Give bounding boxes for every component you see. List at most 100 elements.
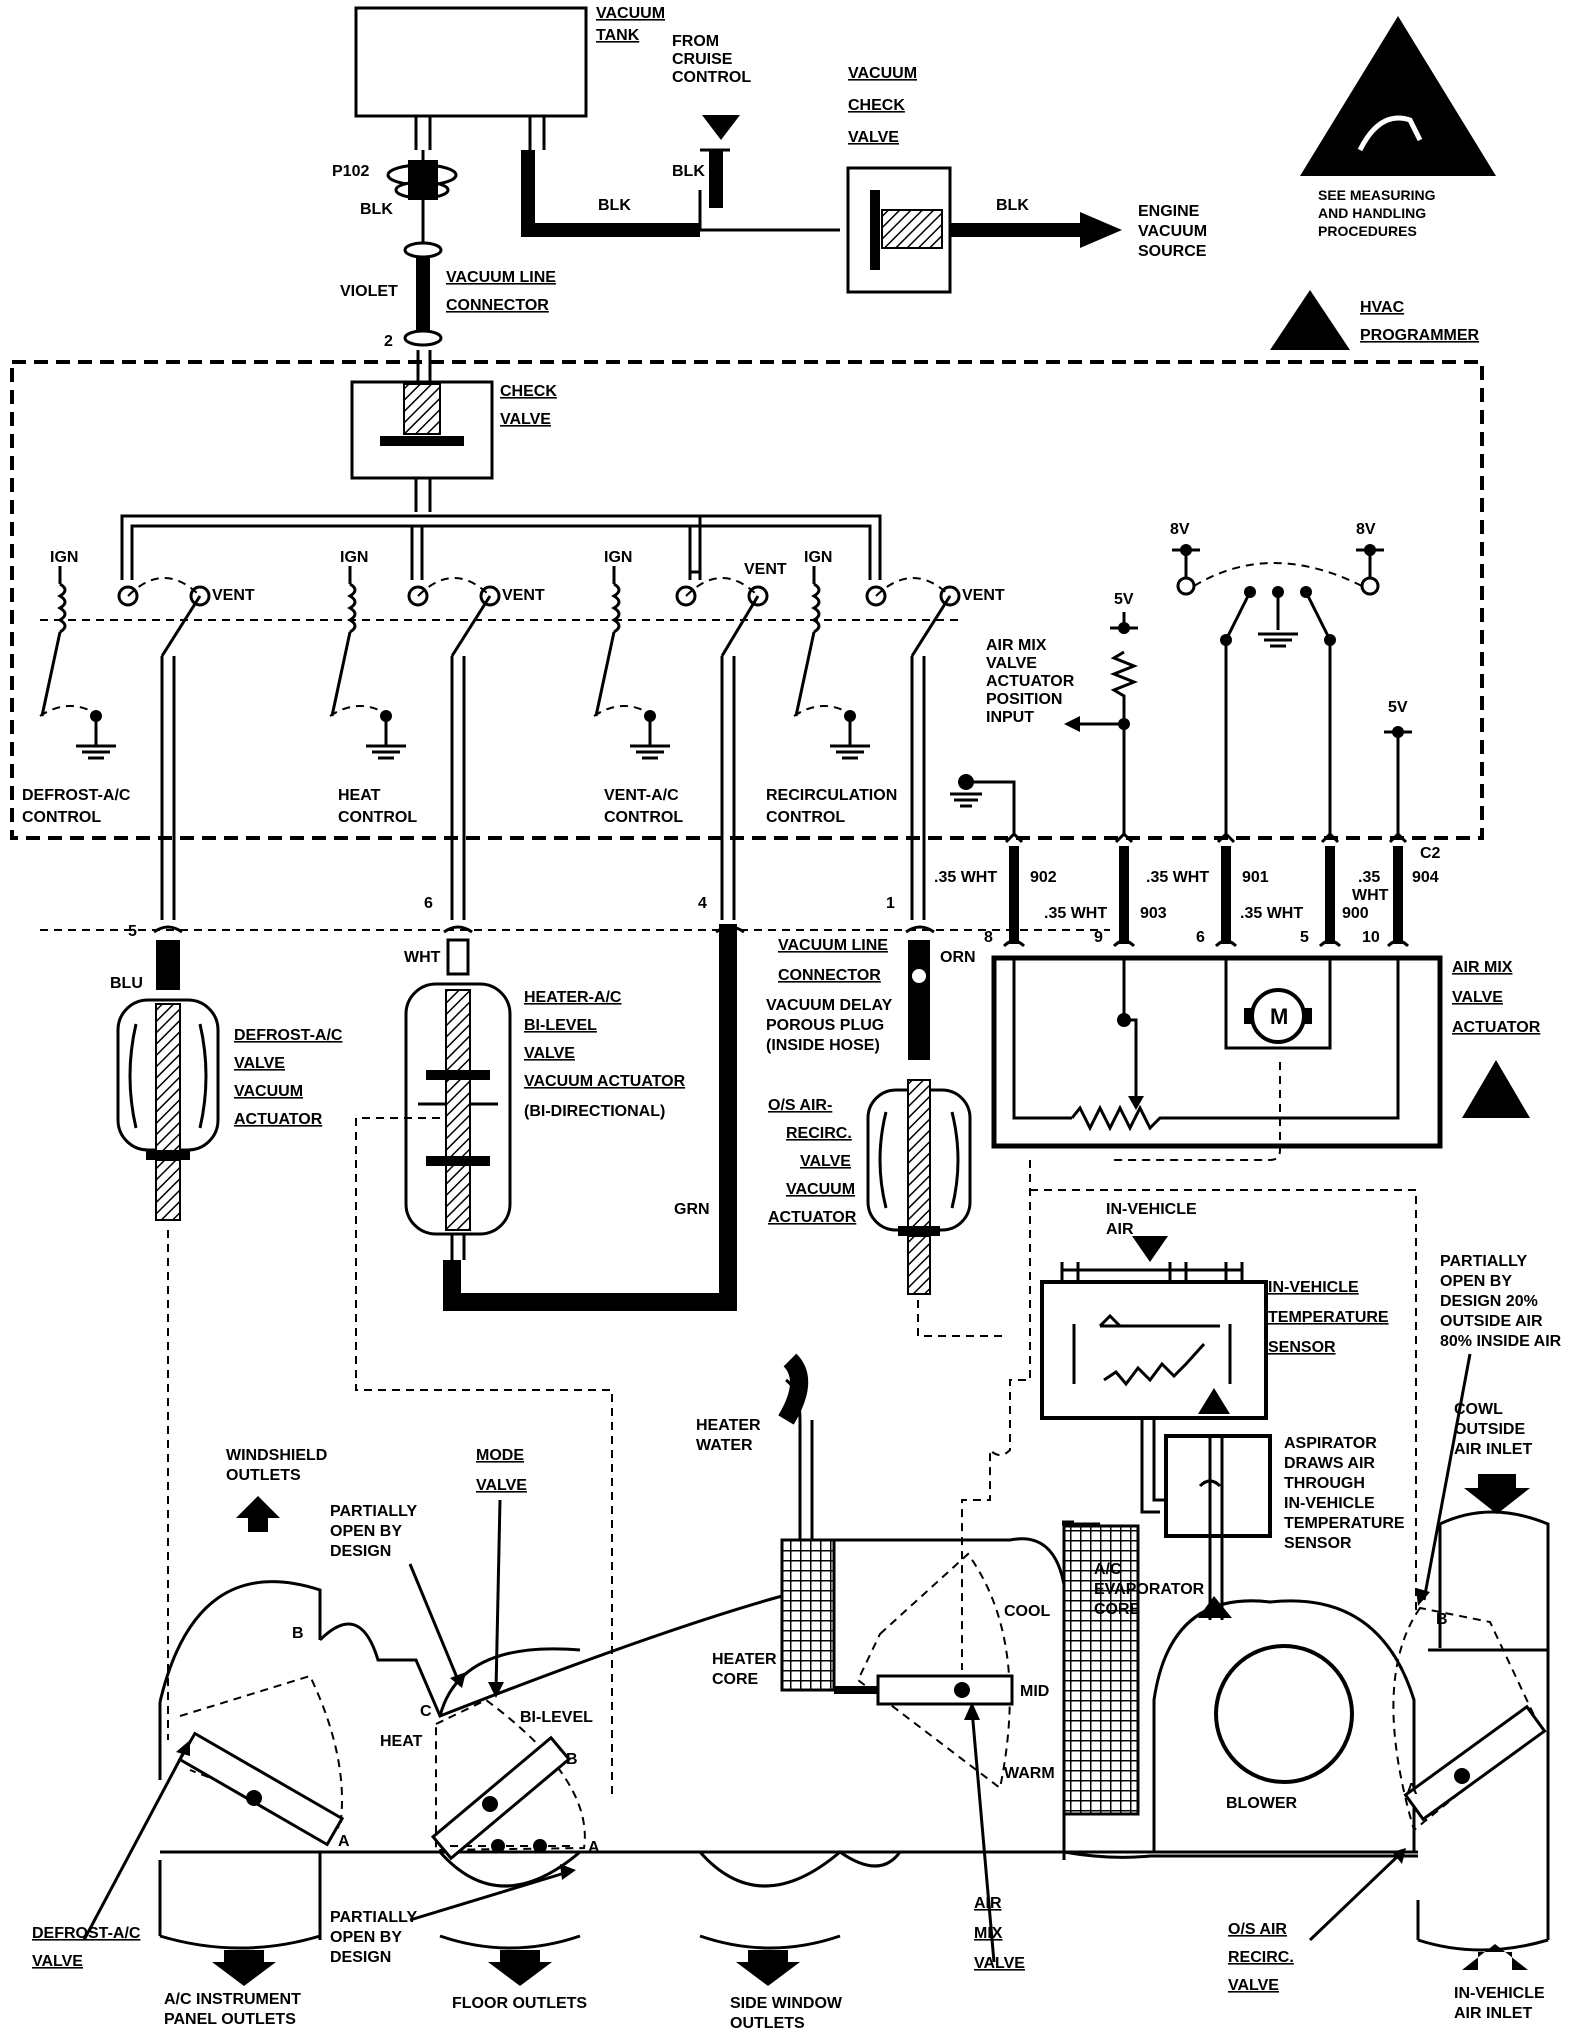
valve-position-label: C [420,1703,432,1720]
blk-label: BLK [996,197,1029,214]
violet-label: VIOLET [340,283,398,300]
vent-label: VENT [212,587,255,604]
outlet-label: A/C INSTRUMENT [164,1991,301,2008]
vent-label: VENT [962,587,1005,604]
windshield-outlets-label: WINDSHIELD [226,1447,327,1464]
grn-vacuum-line [443,924,737,1311]
check-valve-label: CHECK [500,383,557,400]
vent-ac-control: IGN VENT VENT-A/C CONTROL [593,549,787,826]
partially-open-note: DESIGN [330,1543,391,1560]
air-mix-actuator-label: ACTUATOR [1452,1019,1541,1036]
evaporator-label: EVAPORATOR [1094,1581,1205,1598]
defrost-valve-label: DEFROST-A/C [32,1925,141,1942]
inlet-arrow-icon [1462,1944,1528,1970]
recirculation-control: IGN VENT RECIRCULATION CONTROL [766,549,1005,826]
airflow-arrow-icon [1198,1596,1232,1618]
defrost-ac-valve-actuator: 5 BLU DEFROST-A/C VALVE VACUUM ACTUATOR [110,923,343,1221]
airflow-arrow-icon [1198,1388,1230,1414]
blower: BLOWER [1152,1596,1416,1852]
actuator-label: RECIRC. [786,1125,852,1142]
aspirator-label: THROUGH [1284,1475,1365,1492]
position-sensor-circuit: 5V AIR MIX VALVE ACTUATOR POSITION INPUT [986,591,1139,820]
os-valve-label: RECIRC. [1228,1949,1294,1966]
windshield-outlets-label: OUTLETS [226,1467,301,1484]
actuator-label: VACUUM ACTUATOR [524,1073,686,1090]
control-label: RECIRCULATION [766,787,897,804]
actuator-label: ACTUATOR [768,1209,857,1226]
cowl-inlet-label: AIR INLET [1454,1441,1532,1458]
evaporator-label: CORE [1094,1601,1141,1618]
outlet-label: PANEL OUTLETS [164,2011,296,2028]
vacuum-tank: VACUUM TANK [354,5,665,150]
aspirator-label: DRAWS AIR [1284,1455,1375,1472]
vacuum-line-connector-label: CONNECTOR [446,297,549,314]
blk-label: BLK [672,163,705,180]
partially-open-note: PARTIALLY [1440,1253,1527,1270]
ign-label: IGN [50,549,78,566]
inlet-label: AIR INLET [1454,2005,1532,2022]
pin-label: 9 [1094,929,1103,946]
pin-label: 1 [886,895,895,912]
partially-open-note: OUTSIDE AIR [1440,1313,1543,1330]
actuator-label: VALVE [234,1055,285,1072]
air-mix-valve-label: MIX [974,1925,1003,1942]
air-mix-valve: COOL MID WARM AIR MIX VALVE [834,1552,1055,1972]
outlet-label: FLOOR OUTLETS [452,1995,587,2012]
ground-circuit [950,774,1016,820]
outlet-arrow-icon [212,1950,276,1986]
os-air-recirc-actuator: 1 ORN VACUUM LINE CONNECTOR VACUUM DELAY… [766,895,976,1295]
aspirator-label: SENSOR [1284,1535,1352,1552]
from-cruise-label: FROM [672,33,719,50]
connector-c2: .35 WHT 902 .35 WHT 903 .35 WHT 901 .35 … [934,820,1441,948]
heater-core: HEATER WATER HEATER CORE [696,1353,836,1692]
mode-valve-label: VALVE [476,1477,527,1494]
vacuum-line-connector-label: VACUUM LINE [446,269,556,286]
esd-warning: SEE MEASURING AND HANDLING PROCEDURES [1300,16,1496,239]
control-label: DEFROST-A/C [22,787,131,804]
position-input-label: VALVE [986,655,1037,672]
heater-water-label: HEATER [696,1417,761,1434]
outlet-arrow-icon [736,1950,800,1986]
porous-plug-icon [910,967,928,985]
esd-note: PROCEDURES [1318,223,1417,239]
partially-open-note: DESIGN 20% [1440,1293,1538,1310]
control-label: CONTROL [766,809,845,826]
engine-vacuum-label: ENGINE [1138,203,1200,220]
hvac-case [158,1510,1550,1952]
wire-label: .35 WHT [1240,905,1303,922]
voltage-label: 5V [1114,591,1134,608]
hvac-programmer-label: PROGRAMMER [1360,327,1480,344]
control-label: CONTROL [604,809,683,826]
partially-open-note: 80% INSIDE AIR [1440,1333,1562,1350]
control-label: CONTROL [338,809,417,826]
partially-open-note: DESIGN [330,1949,391,1966]
outlet-label: SIDE WINDOW [730,1995,843,2012]
wire-label: .35 WHT [1146,869,1209,886]
esd-warning-icon [1300,16,1496,176]
inlet-arrow-icon [1464,1474,1530,1514]
color-label: WHT [404,949,441,966]
actuator-label: ACTUATOR [234,1111,323,1128]
air-mix-valve-label: VALVE [974,1955,1025,1972]
aspirator-label: TEMPERATURE [1284,1515,1405,1532]
wire-label: WHT [1352,887,1389,904]
heater-water-label: WATER [696,1437,753,1454]
blk-label: BLK [360,201,393,218]
vacuum-check-valve-label: VACUUM [848,65,917,82]
partially-open-note: OPEN BY [1440,1273,1512,1290]
heater-core-label: CORE [712,1671,759,1688]
vacuum-check-valve: VACUUM CHECK VALVE [846,65,952,294]
vacuum-tank-label: VACUUM [596,5,665,22]
temp-sensor-label: IN-VEHICLE [1268,1279,1359,1296]
pin-label: 4 [698,895,707,912]
partially-open-note: PARTIALLY [330,1503,417,1520]
outlet-label: OUTLETS [730,2015,805,2032]
position-mid: MID [1020,1683,1049,1700]
os-air-recirc-valve: B A O/S AIR RECIRC. VALVE [1228,1606,1547,1994]
engine-vacuum-arrow-icon [1080,212,1122,248]
inlet-label: IN-VEHICLE [1454,1985,1545,2002]
esd-warning-icon [1270,290,1350,350]
cowl-inlet-label: OUTSIDE [1454,1421,1525,1438]
actuator-label: VALVE [524,1045,575,1062]
porous-plug-label: POROUS PLUG [766,1017,884,1034]
